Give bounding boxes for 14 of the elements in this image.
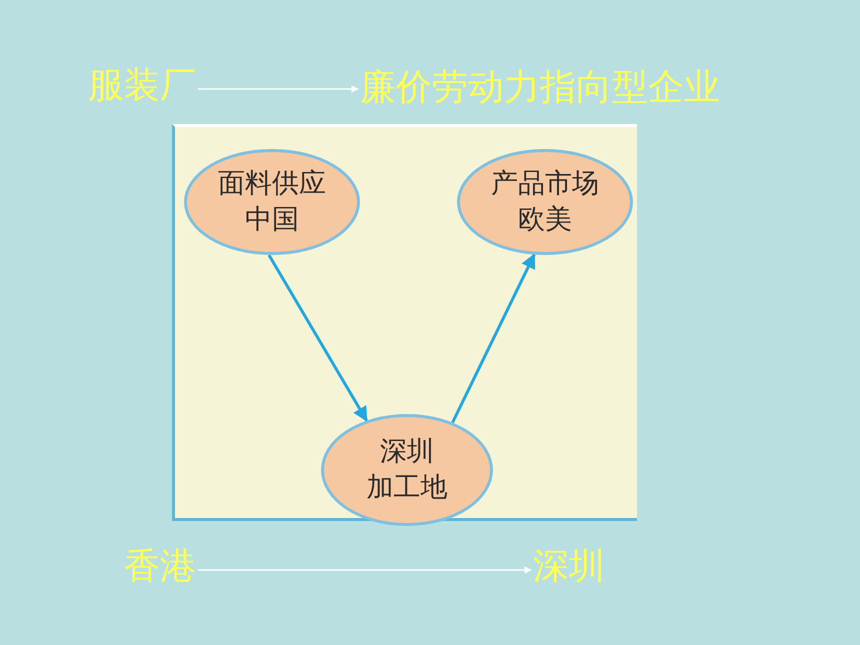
node-text: 面料供应 xyxy=(218,167,326,201)
node-text: 欧美 xyxy=(518,203,572,237)
arrow xyxy=(451,253,536,424)
arrow xyxy=(198,85,359,93)
arrow xyxy=(198,566,532,574)
node-text: 产品市场 xyxy=(491,167,599,201)
heading-text: 香港 xyxy=(124,545,196,589)
arrow xyxy=(268,254,368,422)
node-text: 加工地 xyxy=(366,471,448,505)
heading-text: 深圳 xyxy=(533,545,605,589)
heading-text: 廉价劳动力指向型企业 xyxy=(360,66,720,110)
node-text: 中国 xyxy=(245,203,299,237)
heading-text: 服装厂 xyxy=(88,64,196,108)
node-text: 深圳 xyxy=(380,435,434,469)
